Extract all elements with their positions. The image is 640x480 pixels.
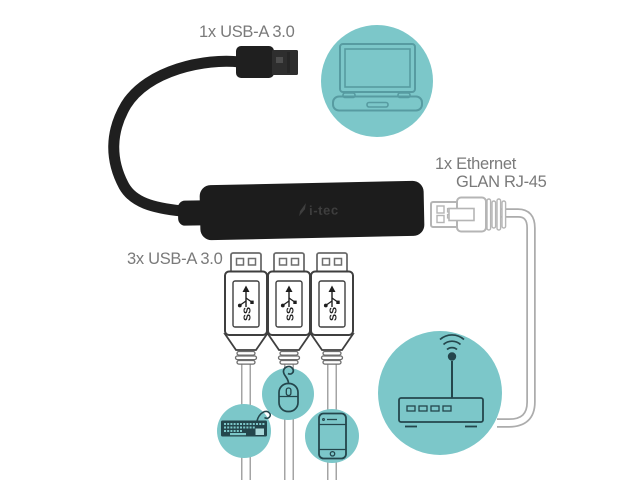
usb-host-cable xyxy=(108,55,246,217)
svg-text:SS: SS xyxy=(285,307,297,321)
usb-a-connector-2: SS xyxy=(266,252,312,365)
mouse-badge xyxy=(262,365,314,420)
usb-ss-logo: SS xyxy=(237,285,254,321)
label-ethernet-line1: 1x Ethernet xyxy=(435,155,517,173)
keyboard-badge xyxy=(217,404,272,458)
laptop-icon xyxy=(332,43,423,112)
router-badge xyxy=(378,331,502,455)
wifi-router-icon xyxy=(398,334,484,428)
keyboard-icon xyxy=(221,410,272,437)
usb-ss-logo: SS xyxy=(280,285,297,321)
smartphone-badge xyxy=(305,409,359,463)
hub-brand-logo: i-tec xyxy=(299,202,339,218)
usb-a-connector-3: SS xyxy=(309,252,355,365)
rj45-connector xyxy=(430,196,507,233)
svg-text:SS: SS xyxy=(328,307,340,321)
mouse-icon xyxy=(278,365,299,413)
usb-a-connector-1: SS xyxy=(223,252,269,365)
laptop-badge xyxy=(321,25,433,137)
hub-brand-text: i-tec xyxy=(309,202,339,218)
label-ethernet-line2: GLAN RJ-45 xyxy=(456,172,547,191)
ethernet-cable xyxy=(497,208,536,428)
smartphone-icon xyxy=(318,412,347,460)
svg-text:SS: SS xyxy=(242,307,254,321)
usb-ss-logo: SS xyxy=(323,285,340,321)
usb-a-plug xyxy=(236,46,298,78)
label-ethernet: 1x Ethernet GLAN RJ-45 xyxy=(435,155,547,191)
hub-body: i-tec xyxy=(177,180,425,241)
label-usb-downstream: 3x USB-A 3.0 xyxy=(127,250,223,268)
label-usb-upstream: 1x USB-A 3.0 xyxy=(199,23,295,41)
